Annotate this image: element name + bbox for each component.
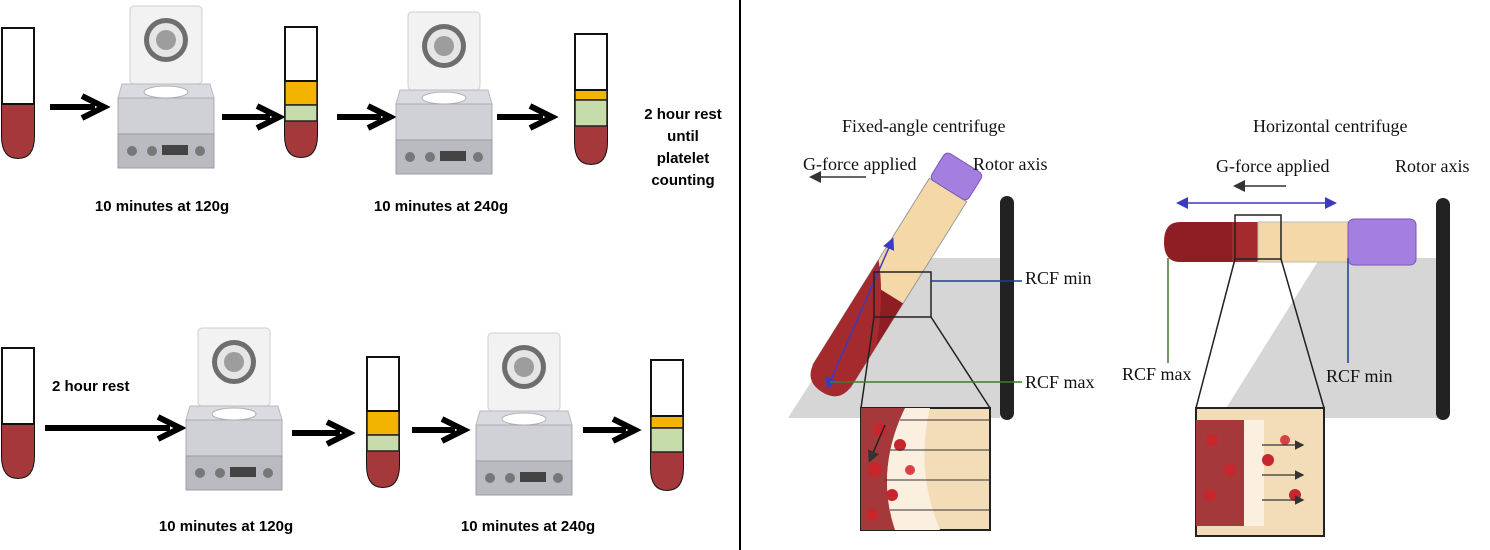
whole-blood-tube [1,347,35,479]
process-arrow-head [440,416,471,444]
protocol-b-step1-label: 10 minutes at 120g [158,518,294,535]
horizontal-tube [1164,218,1417,266]
fixed-angle-rcf-max-label: RCF max [1025,372,1095,392]
protocol-a-row [1,5,608,175]
rest-note-line: 2 hour rest [644,106,722,123]
fixed-angle-rcf-min-label: RCF min [1025,268,1092,288]
rest-note: 2 hour rest until platelet counting [628,104,738,192]
horizontal-magnified [1195,407,1325,537]
pre-rest-label: 2 hour rest [52,378,130,395]
rotor-axis-bar [1436,198,1450,420]
rotor-plane [1220,258,1440,418]
horizontal-rcf-min-label: RCF min [1326,366,1393,386]
protocol-b-step2-label: 10 minutes at 240g [460,518,596,535]
process-arrow-head [80,93,111,121]
rest-note-line: until [667,128,699,145]
centrifuge-image [185,327,283,491]
panel-divider [739,0,741,550]
protocol-a-step1-label: 10 minutes at 120g [94,198,230,215]
separated-tube [366,356,400,488]
process-arrow-head [528,103,559,131]
process-arrow-head [255,103,286,131]
centrifuge-image [475,332,573,496]
fixed-angle-rotor-label: Rotor axis [973,154,1048,174]
rotor-axis-bar [1000,196,1014,420]
horizontal-rotor-label: Rotor axis [1395,156,1470,176]
tube-length-arrow [825,237,895,390]
process-arrow-head [325,419,356,447]
fixed-angle-diagram [788,152,1022,531]
fixed-angle-gforce-label: G-force applied [803,154,917,174]
process-arrow-head [366,103,397,131]
whole-blood-tube [1,27,35,159]
horizontal-rcf-max-label: RCF max [1122,364,1192,384]
zoom-box [873,271,932,318]
protocol-a-step2-label: 10 minutes at 240g [373,198,509,215]
horizontal-title: Horizontal centrifuge [1253,116,1408,136]
rest-note-line: platelet [656,150,710,167]
separated-tube-final [650,359,684,492]
horizontal-diagram [1164,180,1450,537]
fixed-angle-title: Fixed-angle centrifuge [842,116,1006,136]
rest-note-line: counting [651,172,715,189]
zoom-box [1234,214,1282,260]
fixed-angle-magnified [860,407,991,531]
separated-tube [284,26,318,158]
centrifuge-image [117,5,215,169]
separated-tube-final [574,33,608,166]
centrifuge-image [395,11,493,175]
protocol-b-row [1,327,684,496]
horizontal-gforce-label: G-force applied [1216,156,1330,176]
rest-arrow-head [156,414,187,442]
process-arrow-head [611,416,642,444]
